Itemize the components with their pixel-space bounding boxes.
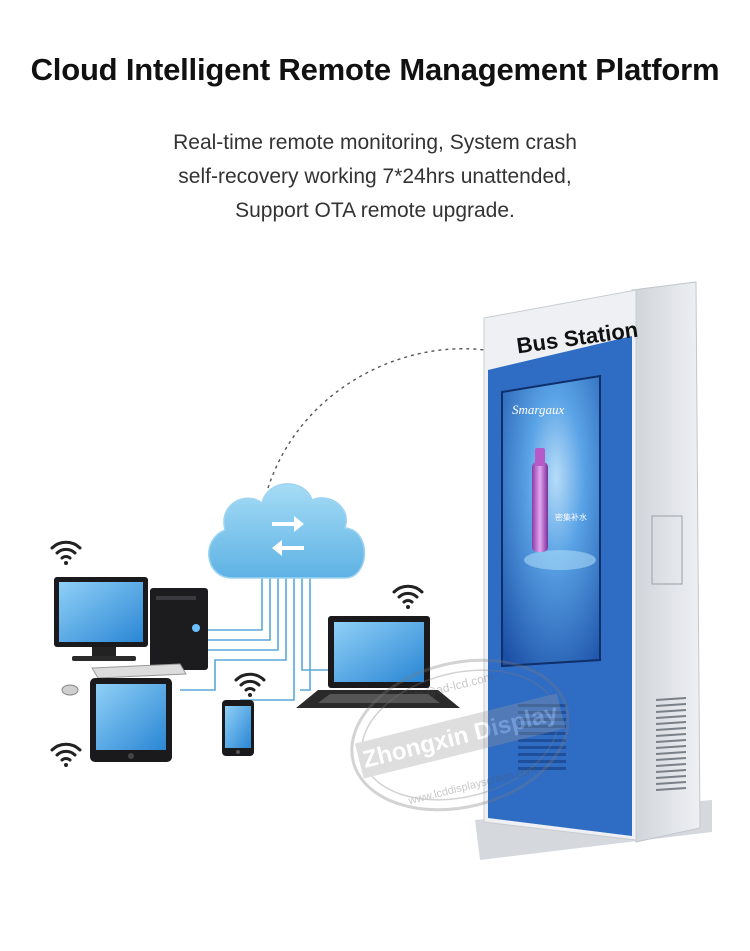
front-vent	[518, 704, 566, 770]
bus-station-kiosk: Smargaux 密集补水 Bus Station	[475, 281, 712, 860]
cloud-icon	[208, 483, 366, 579]
laptop-icon	[296, 616, 460, 708]
wifi-icon	[50, 540, 82, 565]
side-vent	[655, 697, 687, 791]
page-title: Cloud Intelligent Remote Management Plat…	[30, 52, 720, 87]
screen-brand: Smargaux	[512, 402, 564, 417]
wifi-icon	[50, 742, 82, 767]
tablet-icon	[90, 678, 172, 762]
desktop-computer-icon	[54, 577, 208, 696]
screen-tagline: 密集补水	[555, 512, 587, 522]
description-line-3: Support OTA remote upgrade.	[235, 199, 515, 222]
sync-arrows-icon	[272, 516, 304, 556]
wifi-icon	[234, 672, 266, 697]
description-line-1: Real-time remote monitoring, System cras…	[173, 131, 577, 154]
smartphone-icon	[222, 700, 254, 756]
wireless-link-dashed	[267, 348, 486, 489]
description: Real-time remote monitoring, System cras…	[0, 126, 750, 228]
wifi-icon	[392, 584, 424, 609]
description-line-2: self-recovery working 7*24hrs unattended…	[178, 165, 572, 188]
